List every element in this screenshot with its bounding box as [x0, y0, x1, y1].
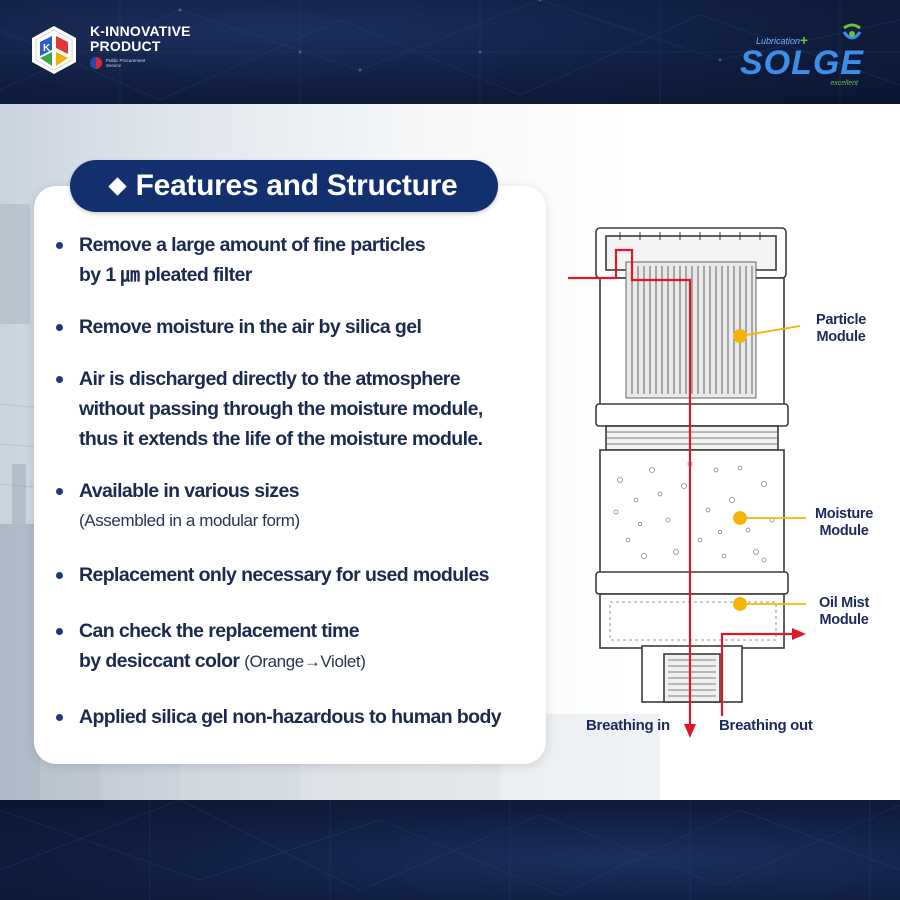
label-line: Particle — [816, 312, 866, 328]
breathing-out-arrowhead — [792, 628, 806, 640]
footer-band — [0, 800, 900, 900]
label-breathing-in: Breathing in — [586, 717, 670, 734]
feature-line: Remove a large amount of fine particles — [79, 234, 426, 256]
feature-note: (Orange→Violet) — [244, 652, 366, 671]
label-line: Moisture — [814, 506, 874, 522]
moisture-module-housing — [599, 449, 785, 575]
solge-mark-icon — [842, 23, 862, 40]
feature-item-1: Remove a large amount of fine particles … — [54, 230, 426, 290]
kip-sub-line2: Service — [106, 63, 122, 68]
footer-grid-pattern — [0, 800, 900, 900]
label-line: Module — [819, 612, 869, 628]
korea-emblem-icon — [90, 57, 102, 69]
kip-title-line2: PRODUCT — [90, 38, 161, 54]
svg-text:K: K — [43, 43, 51, 54]
silica-gel-dots — [613, 461, 775, 563]
feature-item-3: Air is discharged directly to the atmosp… — [54, 364, 483, 454]
feature-item-2: Remove moisture in the air by silica gel — [54, 312, 422, 342]
label-particle-module: Particle Module — [805, 312, 877, 346]
plus-icon: + — [799, 32, 808, 48]
k-innovative-text: K-INNOVATIVE PRODUCT Public Procurement … — [90, 24, 191, 69]
feature-line: Can check the replacement time — [79, 620, 360, 642]
feature-line: Remove moisture in the air by silica gel — [79, 316, 422, 338]
feature-item-6: Can check the replacement time by desicc… — [54, 616, 366, 677]
feature-line: Replacement only necessary for used modu… — [79, 564, 489, 586]
header-band: K K-INNOVATIVE PRODUCT Public Procuremen… — [0, 0, 900, 104]
airflow-path — [568, 248, 794, 726]
solge-wordmark: SOLGE — [739, 44, 864, 82]
solge-tagline: excellent — [830, 80, 858, 87]
label-moisture-module: Moisture Module — [805, 506, 883, 540]
diamond-bullet-icon — [107, 176, 127, 196]
flow-in-entry — [568, 248, 634, 280]
label-line: Module — [816, 329, 866, 345]
label-oil-mist-module: Oil Mist Module — [808, 595, 880, 629]
feature-line: Available in various sizes — [79, 480, 300, 502]
breathing-in-arrowhead — [684, 724, 696, 738]
module-callouts — [733, 325, 806, 611]
feature-line-with-note: by desiccant color (Orange→Violet) — [79, 646, 366, 677]
feature-note: (Assembled in a modular form) — [79, 511, 300, 530]
label-breathing-out: Breathing out — [719, 717, 813, 734]
feature-item-4: Available in various sizes (Assembled in… — [54, 476, 300, 536]
solge-prefix: Lubrication — [755, 36, 800, 46]
solge-logo: Lubrication + SOLGE excellent — [724, 22, 864, 87]
feature-line: by desiccant color — [79, 650, 240, 672]
features-card — [34, 186, 546, 764]
kip-sub-row: Public Procurement Service — [90, 57, 191, 69]
feature-item-5: Replacement only necessary for used modu… — [54, 560, 489, 590]
flow-in-down — [630, 262, 692, 726]
feature-item-7: Applied silica gel non-hazardous to huma… — [54, 702, 502, 732]
breather-structure-diagram — [568, 227, 806, 738]
flow-out — [720, 632, 794, 716]
section-title: Features and Structure — [135, 169, 458, 202]
feature-line: Applied silica gel non-hazardous to huma… — [79, 706, 502, 728]
oil-mist-module-housing — [599, 593, 785, 649]
section-title-pill: Features and Structure — [70, 160, 498, 212]
header-grid-pattern — [0, 0, 900, 104]
k-innovative-logo-icon: K — [32, 26, 76, 74]
feature-line: Air is discharged directly to the atmosp… — [79, 368, 461, 390]
feature-line: thus it extends the life of the moisture… — [79, 428, 483, 450]
feature-line: by 1 ㎛ pleated filter — [79, 264, 252, 286]
label-line: Module — [819, 523, 869, 539]
kip-title-line1: K-INNOVATIVE — [90, 23, 191, 39]
label-line: Oil Mist — [819, 595, 869, 611]
feature-line: without passing through the moisture mod… — [79, 398, 483, 420]
kip-sub-line1: Public Procurement — [106, 58, 146, 63]
